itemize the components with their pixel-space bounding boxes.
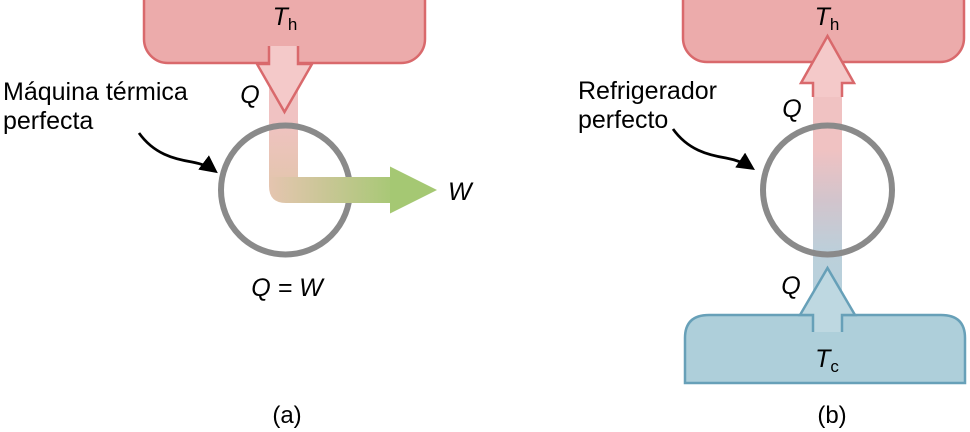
annotation-text-a-line2: perfecta	[3, 107, 93, 135]
annotation-text-b-line2: perfecto	[578, 106, 668, 134]
heat-out-label-b: Q	[782, 95, 801, 123]
hot-reservoir-label-a: Th	[273, 3, 298, 34]
work-arrowhead-a	[390, 166, 437, 214]
hot-reservoir-label-b: Th	[815, 3, 840, 34]
annotation-text-b-line1: Refrigerador	[578, 77, 717, 105]
annotation-arrow-a	[137, 132, 218, 174]
heat-arrowhead-a	[254, 46, 315, 115]
heat-label-a: Q	[240, 81, 259, 109]
caption-b: (b)	[817, 402, 846, 429]
work-label-a: W	[448, 178, 474, 206]
heat-in-label-b: Q	[781, 272, 800, 300]
heat-in-arrowhead-b	[797, 265, 858, 332]
panel-b: Th Tc Q Q Refrigerador perfecto (b)	[578, 0, 967, 429]
annotation-text-a-line1: Máquina térmica	[3, 78, 188, 106]
refrigerator-circle-b	[760, 122, 895, 258]
caption-a: (a)	[272, 402, 301, 429]
cold-reservoir-label-b: Tc	[815, 345, 839, 376]
annotation-arrow-b	[671, 128, 755, 170]
equation-a: Q = W	[251, 274, 325, 302]
panel-a: Th Q W Q = W Máquina térmica perfecta (a…	[3, 0, 474, 429]
cold-reservoir-b	[683, 313, 967, 385]
work-band-a	[269, 177, 390, 203]
heat-out-arrowhead-b	[798, 33, 857, 97]
